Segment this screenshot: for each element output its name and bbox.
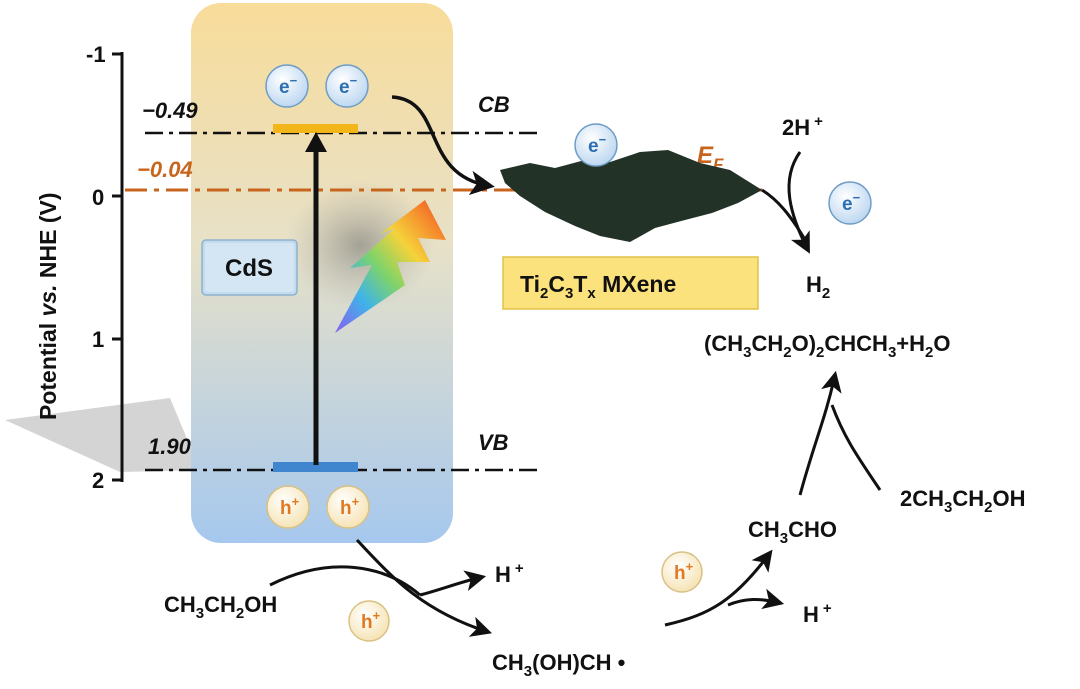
vb-value: 1.90: [148, 434, 192, 459]
axis-shadow: [5, 398, 200, 472]
svg-text:e−: e−: [279, 73, 298, 98]
mxene-label-box: [502, 256, 759, 310]
second-oxidation-arrow: [664, 549, 773, 627]
acetalization-arrow: [798, 370, 842, 496]
acetal-product: (CH3CH2O)2CHCH3+H2O: [704, 331, 951, 361]
second-h-plus-arrow: [727, 588, 785, 610]
first-h-plus-arrow: [419, 570, 487, 597]
light-bolt-icon: [335, 200, 446, 333]
vb-bar: [273, 462, 358, 472]
acetalization-branch: [830, 404, 882, 491]
ethanol-oxidation-arrow: [269, 565, 421, 597]
tick-minus1: -1: [86, 42, 106, 67]
svg-text:h+: h+: [340, 494, 360, 519]
mxene-sheet: [500, 150, 762, 242]
hydroxyethyl-radical: CH3(OH)CH •: [492, 650, 625, 680]
tick-0: 0: [92, 185, 104, 210]
svg-text:h+: h+: [361, 608, 381, 633]
hole-4: h+: [348, 600, 390, 642]
two-h-plus: 2H+: [782, 113, 823, 140]
svg-text:e−: e−: [588, 132, 607, 157]
electron-2: e−: [325, 64, 369, 108]
hole-3: h+: [661, 551, 703, 593]
cb-value: −0.49: [142, 98, 198, 123]
svg-text:e−: e−: [339, 73, 358, 98]
mxene-to-h2-arrow: [761, 188, 806, 239]
cds-label-box: [201, 239, 298, 296]
hole-2: h+: [326, 485, 370, 529]
hole-1: h+: [266, 485, 310, 529]
two-ethanol: 2CH3CH2OH: [900, 486, 1025, 516]
h2-evolution-arrow: [787, 151, 810, 254]
ef-value: −0.04: [137, 157, 193, 182]
acetaldehyde: CH3CHO: [748, 517, 837, 547]
h-plus-2: H+: [803, 600, 832, 627]
vb-label: VB: [478, 430, 509, 455]
ethanol: CH3CH2OH: [164, 592, 277, 622]
svg-text:h+: h+: [674, 559, 694, 584]
excitation-arrowhead: [305, 132, 327, 152]
ef-label: EF: [697, 142, 724, 174]
cb-bar: [273, 124, 358, 133]
tick-2: 2: [92, 468, 104, 493]
mxene-label: Ti2C3Tx MXene: [520, 271, 676, 302]
h-plus-1: H+: [495, 560, 524, 587]
svg-text:h+: h+: [280, 494, 300, 519]
electron-4: e−: [828, 181, 872, 225]
hole-transfer-arrow: [355, 538, 492, 637]
y-axis-label: Potential vs. NHE (V): [35, 193, 61, 421]
tick-1: 1: [92, 327, 104, 352]
cds-label: CdS: [225, 255, 273, 282]
electron-transfer-arrow: [391, 95, 495, 196]
y-axis: [112, 52, 124, 482]
electron-3: e−: [574, 123, 618, 167]
electron-1: e−: [265, 64, 309, 108]
svg-text:e−: e−: [842, 190, 861, 215]
h2-product: H2: [806, 272, 830, 302]
cb-label: CB: [478, 92, 510, 117]
